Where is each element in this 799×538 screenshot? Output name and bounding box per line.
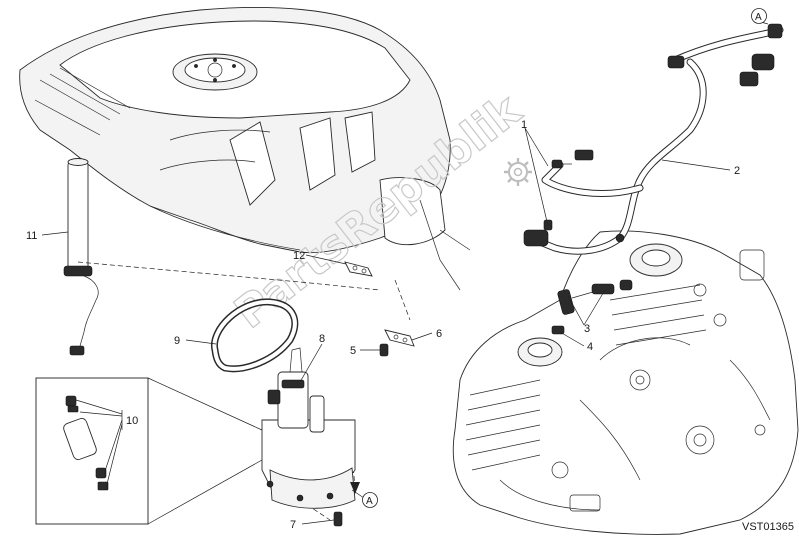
callout-12: 12 bbox=[293, 250, 305, 262]
screw-part-5 bbox=[379, 343, 389, 357]
screw-part-1-a bbox=[551, 159, 572, 169]
assembly-line-tube bbox=[77, 261, 381, 291]
gasket-part-9 bbox=[211, 298, 299, 373]
vent-tube-part-11 bbox=[63, 158, 99, 356]
callout-11: 11 bbox=[26, 230, 37, 242]
svg-text:A: A bbox=[755, 12, 762, 23]
callout-8: 8 bbox=[319, 333, 325, 345]
injector-connector-part-3 bbox=[557, 279, 633, 315]
screw-part-7 bbox=[333, 511, 343, 527]
fuel-tank bbox=[19, 7, 471, 291]
fuel-hose-part-2 bbox=[523, 23, 784, 255]
fuel-pump-part-8 bbox=[261, 347, 356, 509]
callout-1: 1 bbox=[521, 119, 527, 131]
callout-2: 2 bbox=[734, 165, 740, 177]
engine-block bbox=[452, 230, 799, 535]
flow-arrow-icon bbox=[350, 482, 360, 494]
clip-part-4 bbox=[551, 325, 565, 335]
callout-10: 10 bbox=[126, 415, 138, 427]
callout-6: 6 bbox=[436, 328, 442, 340]
watermark-gear-icon bbox=[504, 158, 532, 186]
callout-3: 3 bbox=[584, 323, 590, 335]
connector-marker-a-top: A bbox=[751, 8, 767, 24]
clamp-part-6 bbox=[384, 329, 415, 347]
leader-lines bbox=[41, 19, 769, 525]
inset-detail-box bbox=[35, 377, 263, 525]
callout-7: 7 bbox=[290, 519, 296, 531]
diagram-reference-code: VST01365 bbox=[742, 521, 794, 533]
callout-4: 4 bbox=[587, 341, 593, 353]
assembly-line-clamp bbox=[394, 279, 411, 321]
connector-marker-a-bottom: A bbox=[362, 492, 378, 508]
clamp-part-12 bbox=[344, 261, 373, 277]
callout-labels: 1 2 3 4 5 6 7 8 9 10 11 12 bbox=[26, 119, 740, 531]
callout-5: 5 bbox=[350, 345, 356, 357]
callout-9: 9 bbox=[174, 335, 180, 347]
assembly-line-screw bbox=[299, 499, 331, 521]
svg-text:A: A bbox=[366, 496, 373, 507]
